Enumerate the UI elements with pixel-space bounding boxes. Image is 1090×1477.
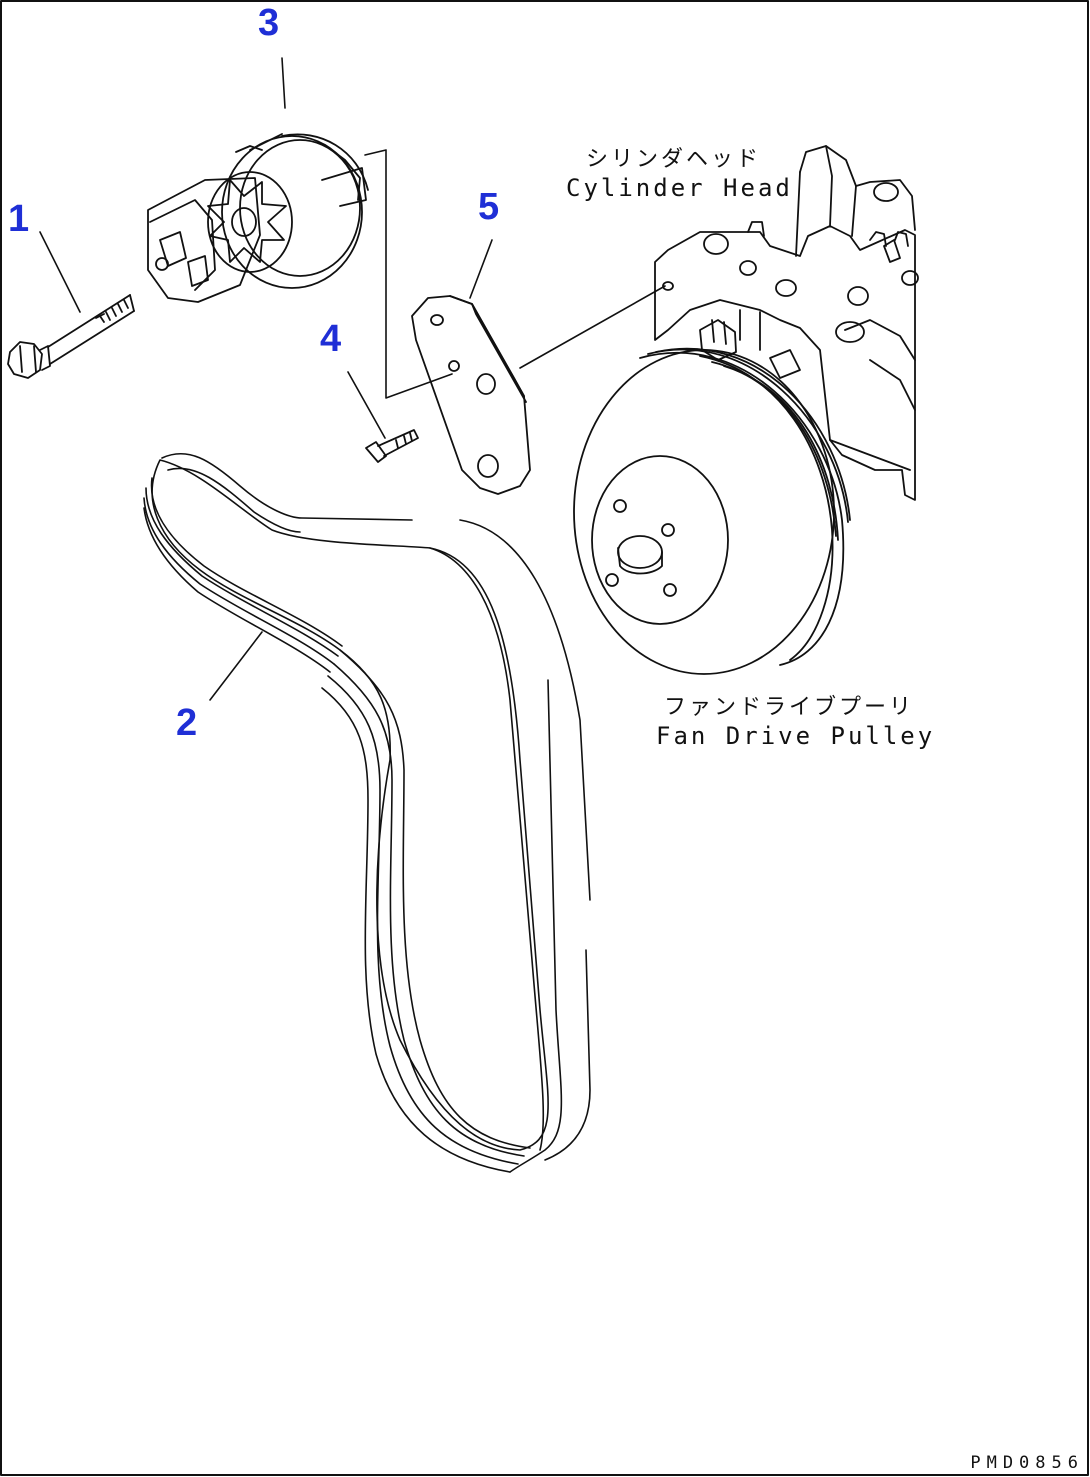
fan-pulley-label-jp: ファンドライブプーリ [664, 695, 915, 720]
bracket-part-5 [411, 295, 531, 495]
callout-3: 3 [258, 2, 280, 44]
belt-part-2 [143, 453, 591, 1173]
callout-2: 2 [176, 702, 198, 744]
tensioner-part-3 [147, 133, 369, 303]
drawing-code: PMD0856 [970, 1453, 1084, 1473]
callout-5: 5 [478, 186, 500, 228]
fan-pulley-label-en: Fan Drive Pulley [656, 722, 936, 750]
callout-4: 4 [320, 318, 342, 360]
cylinder-head-label-jp: シリンダヘッド [586, 147, 762, 172]
fan-drive-pulley [573, 347, 851, 675]
leader-lines [39, 57, 666, 701]
bolt-part-1 [7, 294, 135, 379]
screw-part-4 [365, 429, 419, 463]
cylinder-head-label: シリンダヘッド Cylinder Head [566, 146, 793, 202]
fan-pulley-label: ファンドライブプーリ Fan Drive Pulley [656, 694, 935, 750]
cylinder-head [654, 145, 919, 501]
cylinder-head-label-en: Cylinder Head [566, 174, 793, 202]
callout-1: 1 [8, 198, 30, 240]
